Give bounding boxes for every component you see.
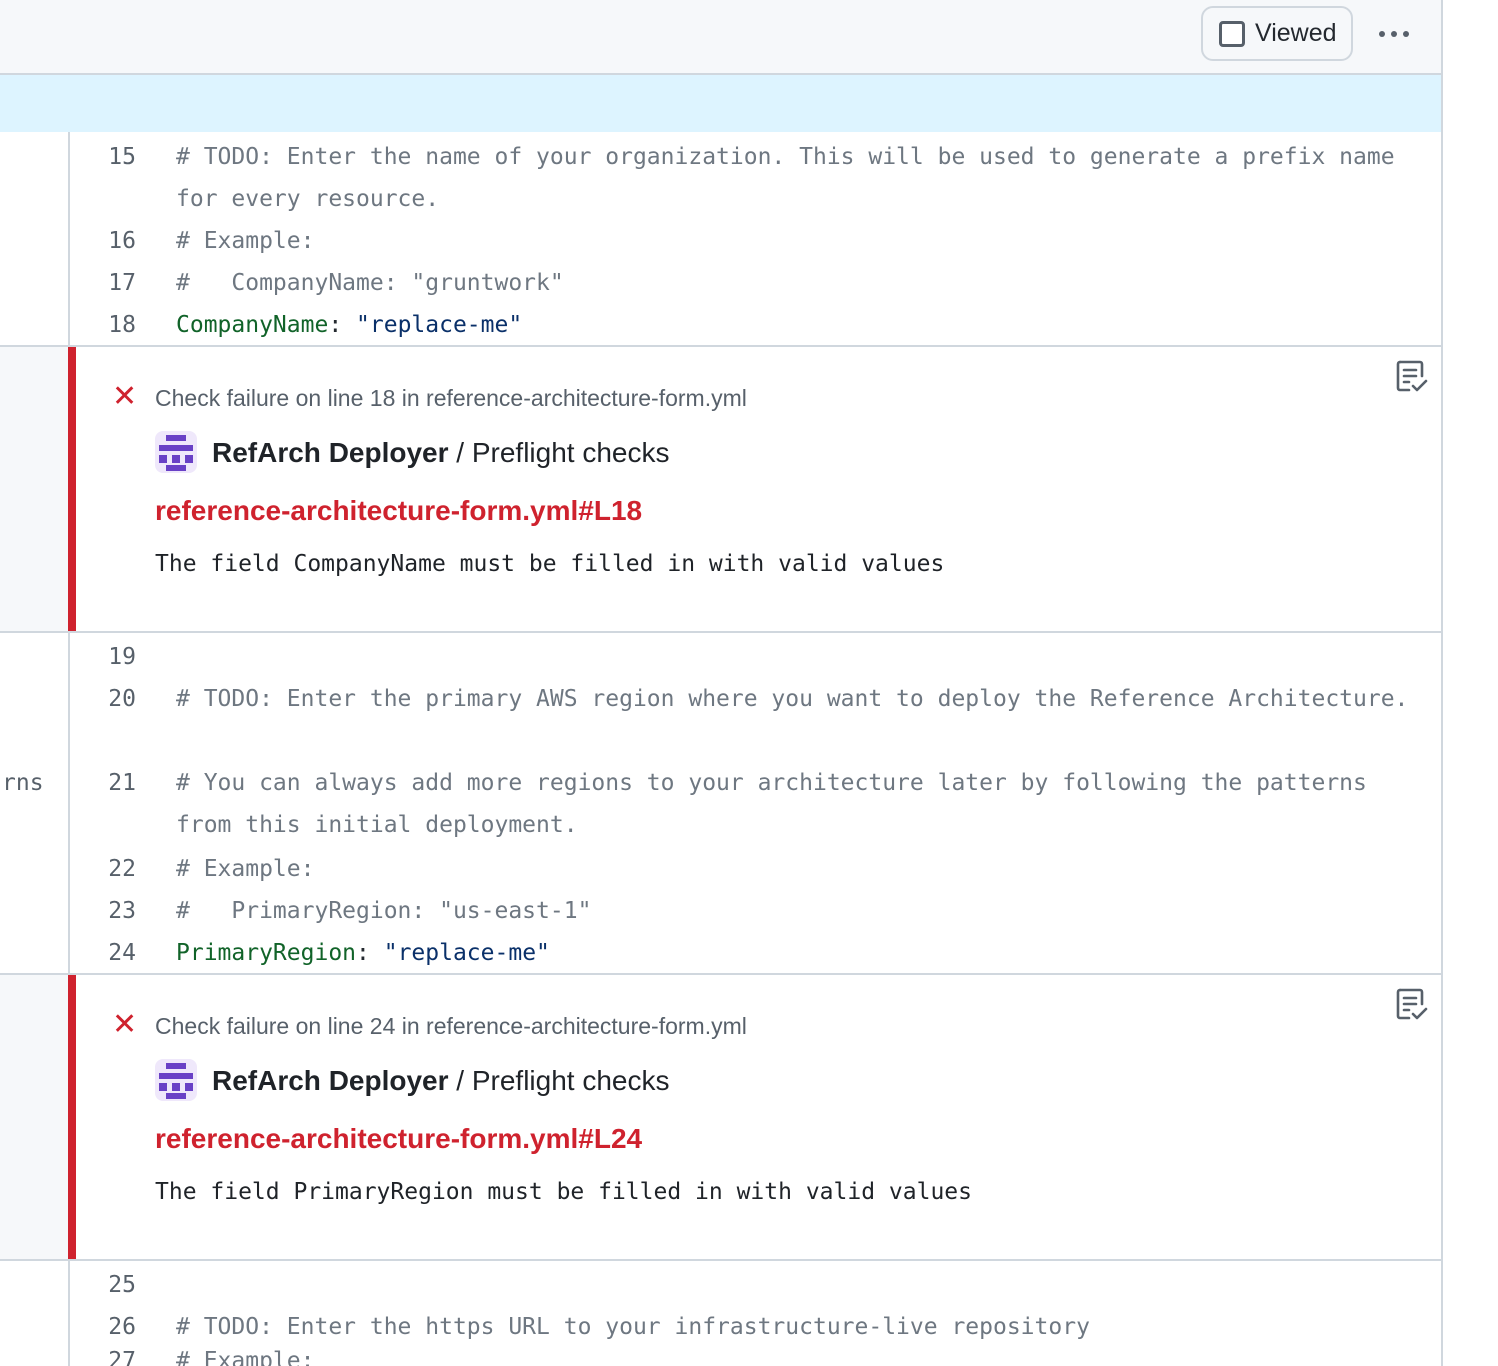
check-name: / Preflight checks <box>448 437 670 468</box>
line-code: # PrimaryRegion: "us-east-1" <box>176 898 592 924</box>
x-icon: ✕ <box>112 380 138 413</box>
annotation-title: Check failure on line 24 in reference-ar… <box>155 1013 747 1039</box>
app-name[interactable]: RefArch Deployer <box>212 437 449 468</box>
code-line[interactable]: 19 <box>70 636 1441 678</box>
line-number[interactable]: 24 <box>108 940 136 966</box>
checklist-icon[interactable] <box>1394 359 1430 395</box>
code-line[interactable]: 17 # CompanyName: "gruntwork" <box>70 262 1441 304</box>
code-line[interactable]: 25 <box>70 1264 1441 1306</box>
kebab-horizontal-icon[interactable] <box>1370 12 1418 56</box>
annotation-message: The field CompanyName must be filled in … <box>155 551 945 577</box>
checklist-icon[interactable] <box>1394 987 1430 1023</box>
annotation-message: The field PrimaryRegion must be filled i… <box>155 1179 972 1205</box>
left-pane-gutter <box>0 132 68 346</box>
line-number[interactable]: 17 <box>108 270 136 296</box>
divider <box>0 1259 1443 1261</box>
line-code: # You can always add more regions to you… <box>176 770 1381 838</box>
line-code: # Example: <box>176 856 315 882</box>
x-icon: ✕ <box>112 1008 138 1041</box>
annotation-file-link[interactable]: reference-architecture-form.yml#L18 <box>155 495 643 526</box>
left-pane-gutter <box>0 1260 68 1366</box>
line-number[interactable]: 16 <box>108 228 136 254</box>
yaml-colon: : <box>356 940 384 966</box>
line-number[interactable]: 23 <box>108 898 136 924</box>
code-line[interactable]: 18 CompanyName: "replace-me" <box>70 304 1441 346</box>
yaml-colon: : <box>328 312 357 338</box>
line-number[interactable]: 18 <box>108 312 136 338</box>
line-number[interactable]: 25 <box>108 1272 136 1298</box>
check-source: RefArch Deployer / Preflight checks <box>212 437 670 469</box>
line-code: # TODO: Enter the name of your organizat… <box>176 144 1409 212</box>
app-avatar <box>155 1059 197 1101</box>
code-line[interactable]: 21 # You can always add more regions to … <box>70 762 1441 846</box>
annotation-title: Check failure on line 18 in reference-ar… <box>155 385 747 411</box>
divider <box>0 345 1443 347</box>
gutter-separator <box>68 1260 70 1366</box>
line-code: # CompanyName: "gruntwork" <box>176 270 564 296</box>
code-line[interactable]: 20 # TODO: Enter the primary AWS region … <box>70 678 1441 762</box>
left-pane-gutter <box>0 632 68 974</box>
left-pane-annotation-spacer <box>0 346 68 632</box>
hunk-header[interactable] <box>0 75 1443 132</box>
file-header: Viewed <box>0 0 1443 75</box>
line-code: # Example: <box>176 1348 315 1366</box>
line-code: CompanyName: "replace-me" <box>176 304 1426 346</box>
line-number[interactable]: 27 <box>108 1348 136 1366</box>
check-annotation: ✕ Check failure on line 18 in reference-… <box>68 347 1443 632</box>
line-code: # TODO: Enter the primary AWS region whe… <box>176 686 1409 712</box>
line-number[interactable]: 15 <box>108 144 136 170</box>
line-number[interactable]: 19 <box>108 644 136 670</box>
line-number[interactable]: 26 <box>108 1314 136 1340</box>
viewed-label: Viewed <box>1255 19 1337 47</box>
file-border <box>1441 75 1443 1366</box>
left-pane-code-fragment: rns <box>2 770 44 796</box>
line-number[interactable]: 21 <box>108 770 136 796</box>
code-line[interactable]: 15 # TODO: Enter the name of your organi… <box>70 136 1441 220</box>
code-line[interactable]: 23 # PrimaryRegion: "us-east-1" <box>70 890 1441 932</box>
yaml-string: "replace-me" <box>356 312 523 338</box>
viewed-checkbox[interactable] <box>1219 20 1245 47</box>
check-annotation: ✕ Check failure on line 24 in reference-… <box>68 975 1443 1260</box>
yaml-key: PrimaryRegion <box>176 940 357 966</box>
line-code: # Example: <box>176 228 315 254</box>
yaml-string: "replace-me" <box>383 940 550 966</box>
annotation-file-link[interactable]: reference-architecture-form.yml#L24 <box>155 1123 643 1154</box>
line-number[interactable]: 22 <box>108 856 136 882</box>
line-code: # TODO: Enter the https URL to your infr… <box>176 1314 1090 1340</box>
check-source: RefArch Deployer / Preflight checks <box>212 1065 670 1097</box>
check-name: / Preflight checks <box>448 1065 670 1096</box>
code-line[interactable]: 27 # Example: <box>70 1348 1441 1366</box>
line-number[interactable]: 20 <box>108 686 136 712</box>
gutter-separator <box>68 132 70 346</box>
yaml-key: CompanyName <box>176 312 329 338</box>
viewed-toggle-button[interactable]: Viewed <box>1201 6 1353 61</box>
code-line[interactable]: 24 PrimaryRegion: "replace-me" <box>70 932 1441 974</box>
divider <box>0 631 1443 633</box>
line-code: PrimaryRegion: "replace-me" <box>176 932 1426 974</box>
app-name[interactable]: RefArch Deployer <box>212 1065 449 1096</box>
code-line[interactable]: 26 # TODO: Enter the https URL to your i… <box>70 1306 1441 1348</box>
code-line[interactable]: 16 # Example: <box>70 220 1441 262</box>
divider <box>0 973 1443 975</box>
app-avatar <box>155 431 197 473</box>
gutter-separator <box>68 632 70 974</box>
code-line[interactable]: 22 # Example: <box>70 848 1441 890</box>
left-pane-annotation-spacer <box>0 974 68 1260</box>
